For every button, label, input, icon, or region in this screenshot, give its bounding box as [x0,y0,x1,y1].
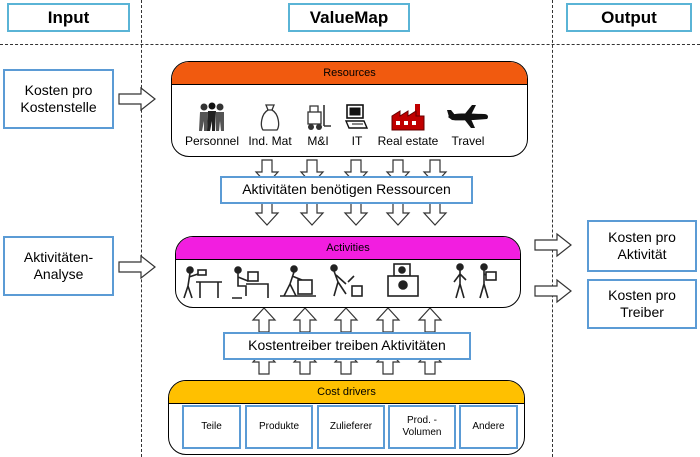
divider-left [141,0,142,457]
resource-ind-mat: Ind. Mat [244,102,296,148]
worker-screen-icon [387,263,419,297]
people-icon [182,102,242,132]
resource-it: IT [342,102,372,148]
cost-drivers-title: Cost drivers [169,381,524,404]
activities-title: Activities [176,237,520,260]
driver-produkte: Produkte [245,405,313,449]
activities-panel: Activities [175,236,521,308]
header-input: Input [7,3,130,32]
worker-carry-icon [330,264,363,297]
resource-travel-label: Travel [451,134,485,148]
activities-figures [183,263,497,299]
input-kosten-pro-kostenstelle: Kosten pro Kostenstelle [3,69,114,129]
worker-conveyor-icon [183,266,222,299]
resources-title: Resources [172,62,527,85]
resource-travel: Travel [443,102,493,148]
driver-teile: Teile [182,405,241,449]
divider-right [552,0,553,457]
output-arrow-2 [534,279,572,303]
resource-mi: M&I [298,102,338,148]
output-arrow-1 [534,233,572,257]
input-arrow-2 [118,255,156,279]
resource-personnel-label: Personnel [184,134,240,148]
resource-personnel: Personnel [182,102,242,148]
cost-drivers-panel: Cost drivers Teile Produkte Zulieferer P… [168,380,525,455]
resource-mi-label: M&I [307,134,329,148]
worker-desk-icon [232,266,269,299]
label-kostentreiber-treiben-aktivitaeten: Kostentreiber treiben Aktivitäten [223,332,471,360]
factory-icon [376,102,440,132]
resource-ind-mat-label: Ind. Mat [248,134,292,148]
resource-real-estate: Real estate [376,102,440,148]
input-arrow-1 [118,87,156,111]
driver-prod-volumen: Prod. - Volumen [388,405,456,449]
driver-zulieferer: Zulieferer [317,405,385,449]
divider-header [0,44,700,45]
worker-standing-icon [453,263,497,299]
resource-real-estate-label: Real estate [377,134,439,148]
resource-it-label: IT [351,134,363,148]
resources-panel: Resources Personnel Ind. Mat [171,61,528,157]
sack-icon [244,102,296,132]
worker-box-icon [280,265,316,297]
header-valuemap: ValueMap [288,3,410,32]
header-output: Output [566,3,692,32]
label-aktivitaeten-benoetigen-ressourcen: Aktivitäten benötigen Ressourcen [220,176,473,204]
input-aktivitaeten-analyse: Aktivitäten- Analyse [3,236,114,296]
forklift-icon [298,102,338,132]
driver-andere: Andere [459,405,518,449]
output-kosten-pro-aktivitaet: Kosten pro Aktivität [587,220,697,272]
airplane-icon [443,102,493,132]
output-kosten-pro-treiber: Kosten pro Treiber [587,279,697,329]
computer-icon [342,102,372,132]
